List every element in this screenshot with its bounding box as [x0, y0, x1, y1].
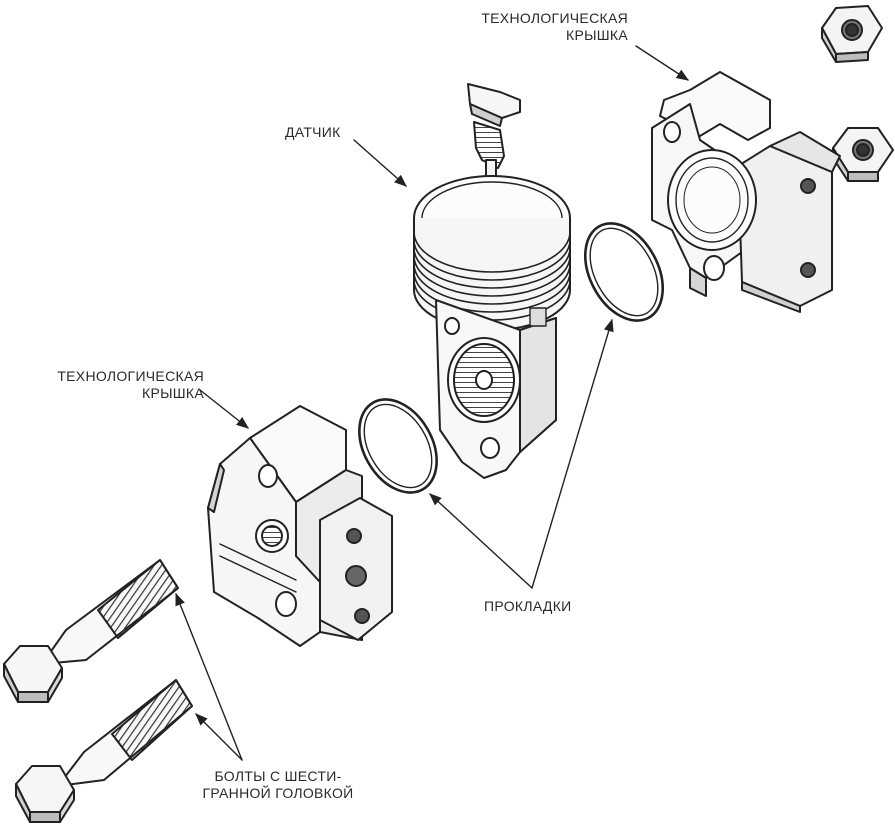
label-gaskets: ПРОКЛАДКИ — [484, 598, 572, 614]
label-cover-top-line1: ТЕХНОЛОГИЧЕСКАЯ — [481, 10, 628, 26]
leader-lines — [175, 45, 690, 761]
label-bolts: БОЛТЫ С ШЕСТИ- ГРАННОЙ ГОЛОВКОЙ — [168, 768, 388, 802]
label-cover-left: ТЕХНОЛОГИЧЕСКАЯ КРЫШКА — [18, 368, 204, 402]
label-cover-left-line1: ТЕХНОЛОГИЧЕСКАЯ — [57, 368, 204, 384]
arrow-gasket-right — [531, 318, 614, 589]
gasket-right — [584, 222, 664, 322]
hex-bolt-upper — [3, 559, 179, 703]
sensor-module — [413, 83, 571, 479]
arrow-cover-left — [199, 389, 249, 429]
hex-nut-top — [821, 5, 883, 63]
arrow-sensor — [353, 139, 407, 187]
label-bolts-line1: БОЛТЫ С ШЕСТИ- — [214, 768, 342, 784]
arrow-bolt-lower — [195, 713, 243, 761]
label-bolts-line2: ГРАННОЙ ГОЛОВКОЙ — [202, 785, 354, 801]
label-sensor: ДАТЧИК — [285, 124, 341, 140]
arrow-cover-top — [635, 45, 690, 81]
hex-nut-lower — [832, 127, 894, 182]
arrow-bolt-upper — [175, 592, 243, 761]
label-cover-top: ТЕХНОЛОГИЧЕСКАЯ КРЫШКА — [436, 10, 628, 44]
gasket-left — [358, 398, 438, 494]
hex-bolt-lower — [15, 679, 193, 823]
process-cover-left — [207, 405, 393, 647]
process-cover-right — [651, 71, 841, 313]
label-cover-left-line2: КРЫШКА — [141, 385, 204, 401]
arrow-gasket-left — [429, 493, 533, 589]
label-cover-top-line2: КРЫШКА — [565, 27, 628, 43]
